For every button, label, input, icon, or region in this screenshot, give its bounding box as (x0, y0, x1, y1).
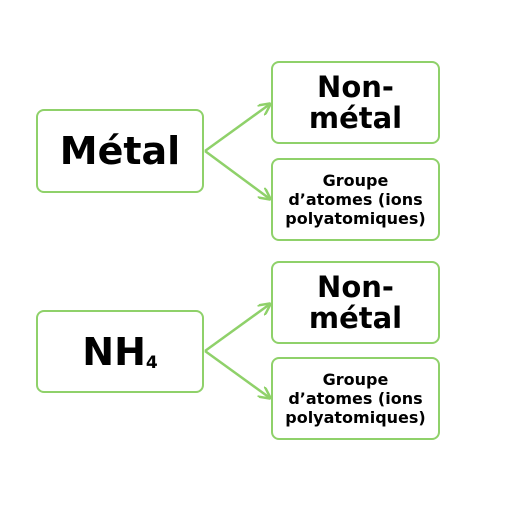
arrow-nh4-to-polyatomic (204, 349, 270, 398)
target-node-polyatomic: Groupe d’atomes (ions polyatomiques) (271, 357, 440, 440)
arrow-nh4-to-nonmetal (204, 304, 270, 353)
arrow-metal-to-nonmetal (204, 104, 270, 153)
source-node-metal: Métal (36, 109, 204, 193)
target-line-2: d’atomes (ions (288, 389, 423, 408)
source-label: Métal (59, 129, 181, 173)
target-node-nonmetal: Non- métal (271, 261, 440, 344)
target-line-2: métal (308, 100, 403, 135)
target-line-2: métal (308, 300, 403, 335)
arrow-metal-to-polyatomic (204, 149, 270, 199)
target-line-2: d’atomes (ions (288, 190, 423, 209)
target-line-1: Non- (317, 69, 394, 104)
source-label: NH4 (82, 329, 158, 374)
target-line-3: polyatomiques) (285, 408, 426, 427)
target-line-1: Non- (317, 269, 394, 304)
target-line-1: Groupe (322, 171, 389, 190)
source-subscript: 4 (145, 352, 158, 373)
source-node-nh4: NH4 (36, 310, 204, 393)
target-node-nonmetal: Non- métal (271, 61, 440, 144)
target-line-1: Groupe (322, 370, 389, 389)
target-node-polyatomic: Groupe d’atomes (ions polyatomiques) (271, 158, 440, 241)
target-line-3: polyatomiques) (285, 209, 426, 228)
